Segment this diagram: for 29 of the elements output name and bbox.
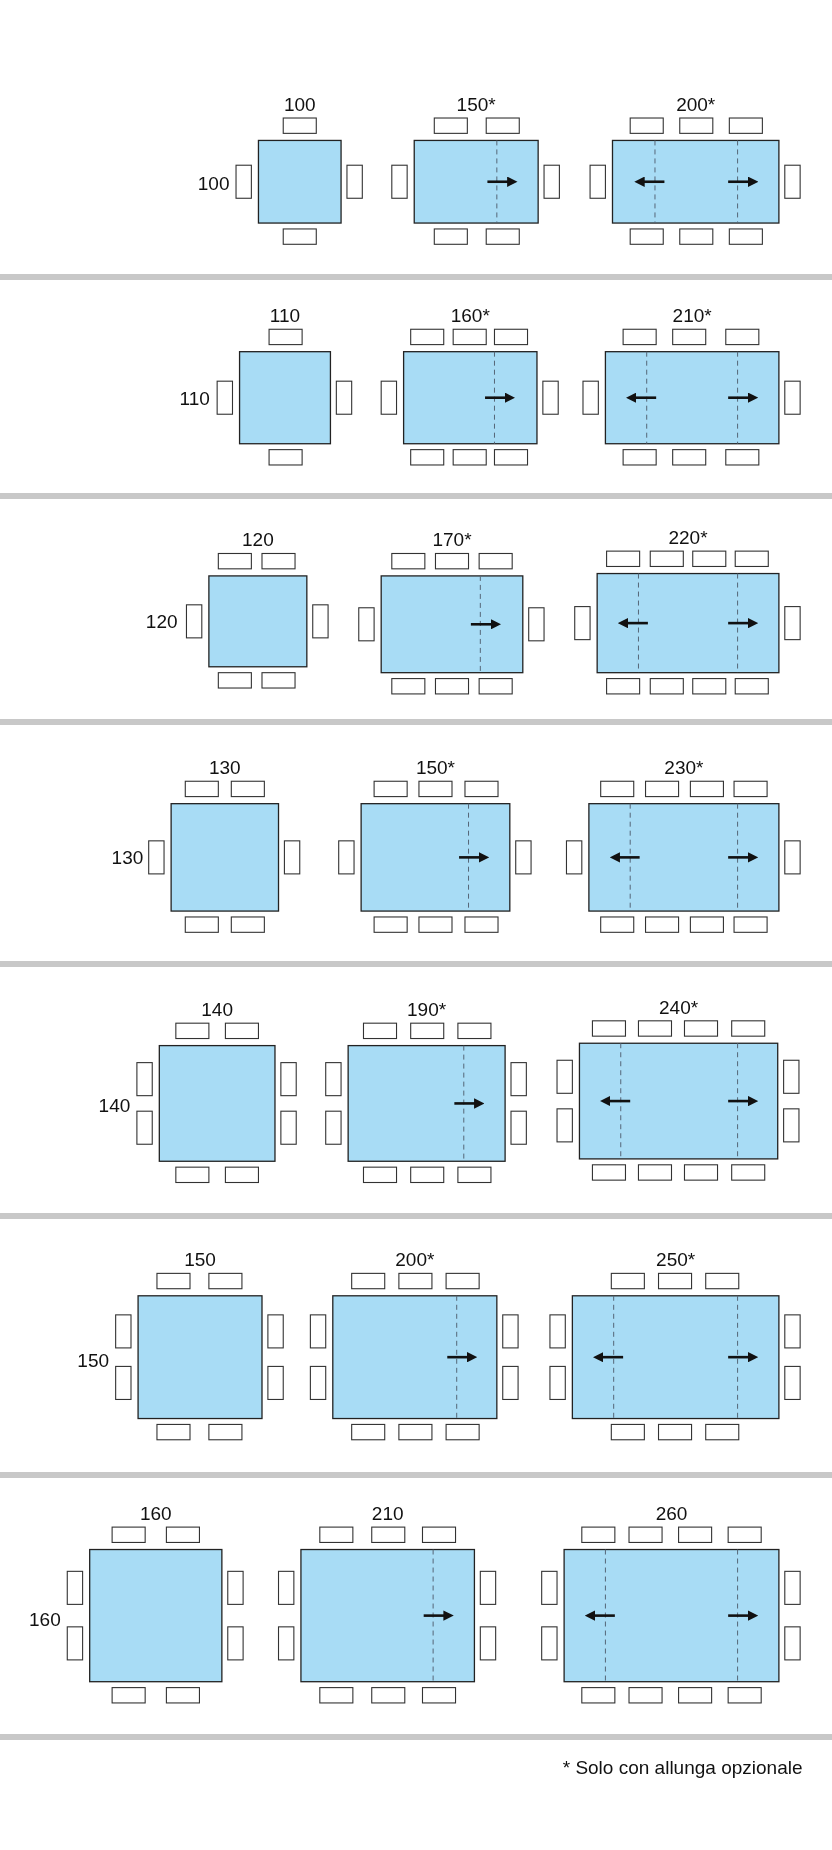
depth-dimension-label: 110 (179, 388, 210, 408)
depth-dimension-label: 100 (197, 173, 230, 193)
width-dimension-label: 160 (139, 1503, 172, 1523)
width-dimension-label: 110 (269, 305, 301, 325)
width-dimension-label: 100 (283, 94, 316, 114)
width-dimension-label: 120 (242, 529, 274, 549)
depth-dimension-label: 160 (29, 1609, 61, 1629)
width-dimension-label: 250* (656, 1249, 696, 1269)
width-dimension-label: 200* (395, 1249, 435, 1269)
footnote: * Solo con allunga opzionale (562, 1756, 803, 1779)
width-dimension-label: 240* (659, 997, 699, 1017)
width-dimension-label: 150* (415, 757, 455, 777)
width-dimension-label: 200* (676, 94, 716, 114)
width-dimension-label: 130 (208, 757, 241, 777)
depth-dimension-label: 140 (98, 1095, 131, 1115)
width-dimension-label: 190* (407, 999, 447, 1019)
width-dimension-label: 230* (664, 757, 704, 777)
depth-dimension-label: 120 (145, 611, 178, 631)
width-dimension-label: 160* (450, 305, 490, 325)
width-dimension-label: 210* (672, 305, 712, 325)
width-dimension-label: 210 (371, 1503, 404, 1523)
width-dimension-label: 170* (432, 529, 472, 549)
depth-dimension-label: 150 (77, 1350, 110, 1369)
width-dimension-label: 140 (201, 999, 233, 1019)
width-dimension-label: 150* (456, 94, 496, 114)
width-dimension-label: 150 (184, 1249, 216, 1269)
depth-dimension-label: 130 (111, 847, 144, 867)
width-dimension-label: 260 (655, 1503, 688, 1523)
width-dimension-label: 220* (668, 527, 708, 547)
